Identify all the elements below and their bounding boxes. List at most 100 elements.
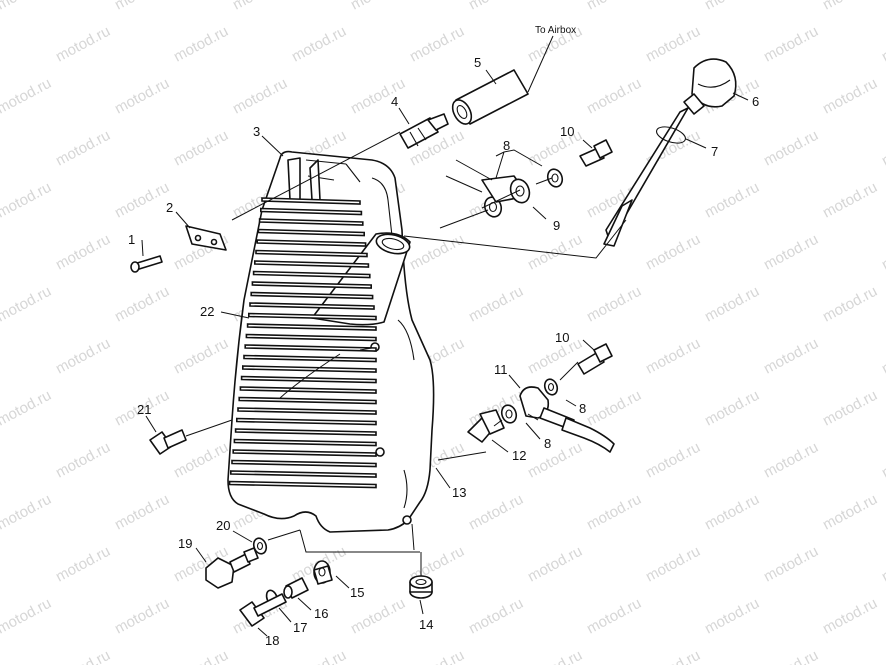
tank-rib — [236, 417, 377, 426]
watermark-text: motod.ru — [584, 0, 644, 14]
dipstick-6 — [603, 58, 737, 247]
callout-5: 5 — [474, 55, 481, 70]
tank-rib — [252, 270, 371, 279]
tank-rib — [243, 354, 377, 363]
tank-rib — [246, 323, 377, 331]
tank-rib — [234, 428, 377, 436]
watermark-text: motod.ru — [820, 387, 880, 430]
callout-14: 14 — [419, 617, 433, 632]
callout-16: 16 — [314, 606, 328, 621]
watermark-text: motod.ru — [643, 647, 703, 665]
grommet-15 — [313, 560, 333, 585]
watermark-text: motod.ru — [466, 283, 526, 326]
watermark-text: motod.ru — [112, 283, 172, 326]
callout-10-top: 10 — [560, 124, 574, 139]
tank-rib — [239, 386, 377, 394]
watermark-text: motod.ru — [171, 647, 231, 665]
leader-lines — [141, 35, 749, 637]
tank-rib — [230, 470, 377, 478]
spacer-16 — [283, 577, 309, 599]
bracket-2 — [185, 225, 227, 251]
watermark-text: motod.ru — [171, 335, 231, 378]
watermark-text: motod.ru — [820, 179, 880, 222]
callout-1: 1 — [128, 232, 135, 247]
washer-20 — [252, 537, 268, 555]
callout-20: 20 — [216, 518, 230, 533]
watermark-text: motod.ru — [53, 335, 113, 378]
oil-tank — [227, 150, 435, 533]
watermark-text: motod.ru — [879, 647, 886, 665]
watermark-text: motod.ru — [820, 283, 880, 326]
tank-rib — [249, 302, 375, 310]
watermark-text: motod.ru — [112, 179, 172, 222]
fitting-4 — [399, 113, 449, 149]
watermark-text: motod.ru — [761, 335, 821, 378]
watermark-text: motod.ru — [407, 23, 467, 66]
watermark-text: motod.ru — [0, 387, 54, 430]
callout-15: 15 — [350, 585, 364, 600]
watermark-text: motod.ru — [289, 647, 349, 665]
watermark-text: motod.ru — [171, 127, 231, 170]
tank-rib — [242, 365, 377, 373]
watermark-text: motod.ru — [879, 231, 886, 274]
watermark-text: motod.ru — [525, 543, 585, 586]
watermark-text: motod.ru — [702, 0, 762, 14]
watermark-text: motod.ru — [348, 75, 408, 118]
watermark-text: motod.ru — [466, 595, 526, 638]
watermark-text: motod.ru — [0, 595, 54, 638]
tank-rib — [257, 228, 365, 237]
watermark-text: motod.ru — [0, 0, 54, 14]
callout-4: 4 — [391, 94, 398, 109]
watermark-text: motod.ru — [879, 23, 886, 66]
watermark-text: motod.ru — [702, 387, 762, 430]
watermark-text: motod.ru — [171, 23, 231, 66]
watermark-text: motod.ru — [525, 127, 585, 170]
tank-rib — [245, 333, 377, 342]
tank-rib — [232, 449, 377, 457]
watermark-text: motod.ru — [761, 439, 821, 482]
tank-rib — [250, 291, 374, 300]
watermark-text: motod.ru — [53, 127, 113, 170]
watermark-text: motod.ru — [348, 595, 408, 638]
bolt-10-top — [579, 139, 613, 167]
watermark-text: motod.ru — [761, 543, 821, 586]
watermark-text: motod.ru — [466, 0, 526, 14]
callout-13: 13 — [452, 485, 466, 500]
watermark-text: motod.ru — [348, 0, 408, 14]
callout-10-mid: 10 — [555, 330, 569, 345]
watermark-text: motod.ru — [171, 439, 231, 482]
tank-rib — [240, 375, 377, 384]
hose-5 — [451, 69, 529, 125]
tank-rib — [261, 197, 361, 205]
watermark-text: motod.ru — [112, 0, 172, 14]
tank-rib — [255, 249, 368, 258]
watermark-text: motod.ru — [584, 491, 644, 534]
watermark-text: motod.ru — [525, 439, 585, 482]
tank-rib — [260, 207, 363, 216]
watermark-text: motod.ru — [0, 283, 54, 326]
callout-12: 12 — [512, 448, 526, 463]
watermark-text: motod.ru — [230, 0, 290, 14]
watermark-text: motod.ru — [879, 335, 886, 378]
oil-line-11 — [519, 386, 615, 453]
watermark-text: motod.ru — [643, 23, 703, 66]
watermark-text: motod.ru — [820, 595, 880, 638]
bolt-21 — [149, 429, 187, 455]
watermark-text: motod.ru — [466, 491, 526, 534]
grommet-14 — [409, 575, 433, 599]
watermark-text: motod.ru — [53, 23, 113, 66]
watermark-text: motod.ru — [643, 231, 703, 274]
callout-7: 7 — [711, 144, 718, 159]
tank-rib — [244, 344, 377, 352]
tank-rib — [251, 281, 372, 289]
watermark-text: motod.ru — [761, 127, 821, 170]
watermark-text: motod.ru — [820, 491, 880, 534]
watermark-text: motod.ru — [643, 335, 703, 378]
watermark-text: motod.ru — [820, 0, 880, 14]
callout-2: 2 — [166, 200, 173, 215]
watermark-text: motod.ru — [584, 387, 644, 430]
watermark-text: motod.ru — [407, 647, 467, 665]
callout-11: 11 — [494, 362, 508, 377]
watermark-text: motod.ru — [525, 231, 585, 274]
